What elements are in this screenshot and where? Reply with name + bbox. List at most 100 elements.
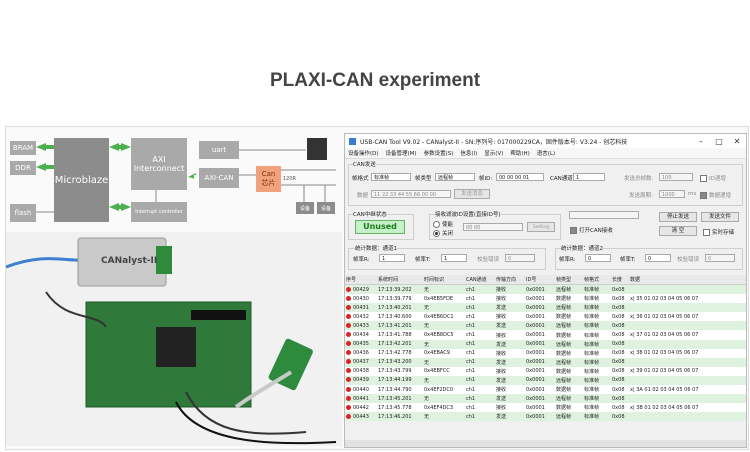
filter-setting-button[interactable]: Setting — [527, 222, 555, 232]
menu-language[interactable]: 语言(L) — [536, 151, 556, 157]
send-file-button[interactable]: 发送文件 — [701, 212, 739, 222]
table-cell: 发送 — [495, 375, 525, 386]
cell-text: 无 — [424, 414, 430, 421]
table-cell: 接收 — [495, 330, 525, 340]
table-cell: x| 37 01 02 03 04 05 06 07 — [629, 330, 746, 340]
clear-button[interactable]: 清 空 — [659, 226, 697, 236]
filter-enable-label: 使能 — [442, 222, 454, 228]
maximize-icon[interactable]: □ — [715, 136, 723, 146]
data-input[interactable]: 11 22 33 44 55 66 00 00 — [371, 190, 451, 198]
col-direction[interactable]: 传输方向 — [495, 275, 525, 285]
table-cell: x| 39 01 02 03 04 05 06 07 — [629, 366, 746, 376]
table-cell: 无 — [423, 339, 465, 349]
status-dot-icon — [346, 341, 351, 347]
cell-text: 无 — [424, 396, 430, 403]
close-icon[interactable]: ✕ — [733, 136, 741, 146]
table-cell: 0x0001 — [525, 321, 555, 331]
cell-text: 0x4EBFCC — [424, 368, 450, 375]
filter-enable-dot[interactable] — [433, 221, 440, 228]
filter-disable-dot[interactable] — [433, 230, 440, 237]
table-cell: 17:13:40.600 — [377, 312, 423, 322]
menu-params[interactable]: 参数设置(S) — [423, 151, 454, 157]
table-cell: 0x08 — [611, 375, 629, 386]
frame-format-select[interactable]: 标准帧 — [371, 173, 411, 181]
stop-send-button[interactable]: 停止发送 — [659, 212, 697, 222]
frame-type-select[interactable]: 远程帧 — [435, 173, 475, 181]
table-cell: 0x0001 — [525, 303, 555, 313]
filter-enable-radio[interactable]: 使能 — [433, 220, 453, 228]
table-cell: 00438 — [345, 366, 377, 376]
table-cell: 发送 — [495, 412, 525, 422]
realtime-save-box[interactable] — [703, 229, 710, 236]
col-channel[interactable]: CAN通道 — [465, 275, 495, 285]
can-channel-select[interactable]: 1 — [573, 173, 605, 181]
menu-help[interactable]: 帮助(H) — [510, 151, 530, 157]
col-sys-time[interactable]: 系统时间 — [377, 275, 423, 285]
col-length[interactable]: 长度 — [611, 275, 629, 285]
filter-id-input[interactable]: 00 00 — [463, 223, 523, 231]
status-dot-icon — [346, 286, 351, 292]
col-frame-format[interactable]: 帧格式 — [583, 275, 611, 285]
window-title: USB-CAN Tool V9.02 - CANalyst-II - SN:序列… — [360, 138, 628, 146]
frame-id-input[interactable]: 00 00 00 01 — [496, 173, 544, 181]
horizontal-scrollbar[interactable] — [345, 440, 746, 447]
cell-text: ch1 — [466, 413, 476, 420]
cell-text: x| 38 01 02 03 04 05 06 07 — [630, 350, 699, 357]
table-cell: 标准帧 — [583, 294, 611, 304]
id-increment-checkbox[interactable]: ID递增 — [700, 174, 726, 182]
table-cell: 0x08 — [611, 284, 629, 295]
total-send-input[interactable]: 100 — [659, 173, 693, 181]
filter-disable-radio[interactable]: 关闭 — [433, 229, 453, 237]
col-id[interactable]: ID号 — [525, 275, 555, 285]
open-receive-box[interactable] — [570, 227, 577, 234]
data-increment-box[interactable] — [700, 192, 707, 199]
menu-device-ops[interactable]: 设备操作(D) — [348, 151, 379, 157]
table-cell — [629, 284, 746, 295]
table-cell: 0x08 — [611, 348, 629, 358]
device-block-2: 设备 — [317, 202, 335, 214]
table-cell: 数据帧 — [555, 294, 583, 304]
col-data[interactable]: 数据 — [629, 275, 746, 285]
menu-display[interactable]: 显示(V) — [484, 151, 504, 157]
cell-text: 发送 — [496, 396, 507, 403]
send-period-input[interactable]: 1000 — [659, 190, 685, 198]
cell-text: 17:13:39.202 — [378, 286, 412, 293]
cell-text: 标准帧 — [584, 377, 600, 384]
cell-text: 17:13:41.201 — [378, 322, 412, 329]
cell-text: 远程帧 — [556, 359, 572, 366]
table-cell: 0x08 — [611, 403, 629, 413]
menu-info[interactable]: 信息(I) — [460, 151, 478, 157]
col-frame-type[interactable]: 帧类型 — [555, 275, 583, 285]
id-increment-box[interactable] — [700, 175, 707, 182]
menu-device-mgmt[interactable]: 设备管理(M) — [385, 151, 417, 157]
cell-text: 0x0001 — [526, 413, 545, 420]
minimize-icon[interactable]: – — [699, 136, 703, 146]
table-cell: 无 — [423, 303, 465, 313]
cell-text: 0x0001 — [526, 304, 545, 311]
col-timestamp[interactable]: 时间标识 — [423, 275, 465, 285]
filter-title: 接收滤波ID设置(直接ID号) — [435, 210, 501, 218]
data-increment-checkbox[interactable]: 数据递增 — [700, 191, 731, 199]
open-receive-checkbox[interactable]: 打开CAN接收 — [570, 226, 613, 234]
realtime-save-checkbox[interactable]: 实时存储 — [703, 228, 734, 236]
table-cell: 00442 — [345, 403, 377, 413]
send-message-button[interactable]: 发送消息 — [454, 189, 490, 199]
block-diagram: BRAM DDR flash Microblaze AXI Interconne… — [6, 130, 341, 230]
relay-status-title: CAN中继状态 — [353, 210, 387, 218]
col-seq[interactable]: 序号 — [345, 275, 377, 285]
